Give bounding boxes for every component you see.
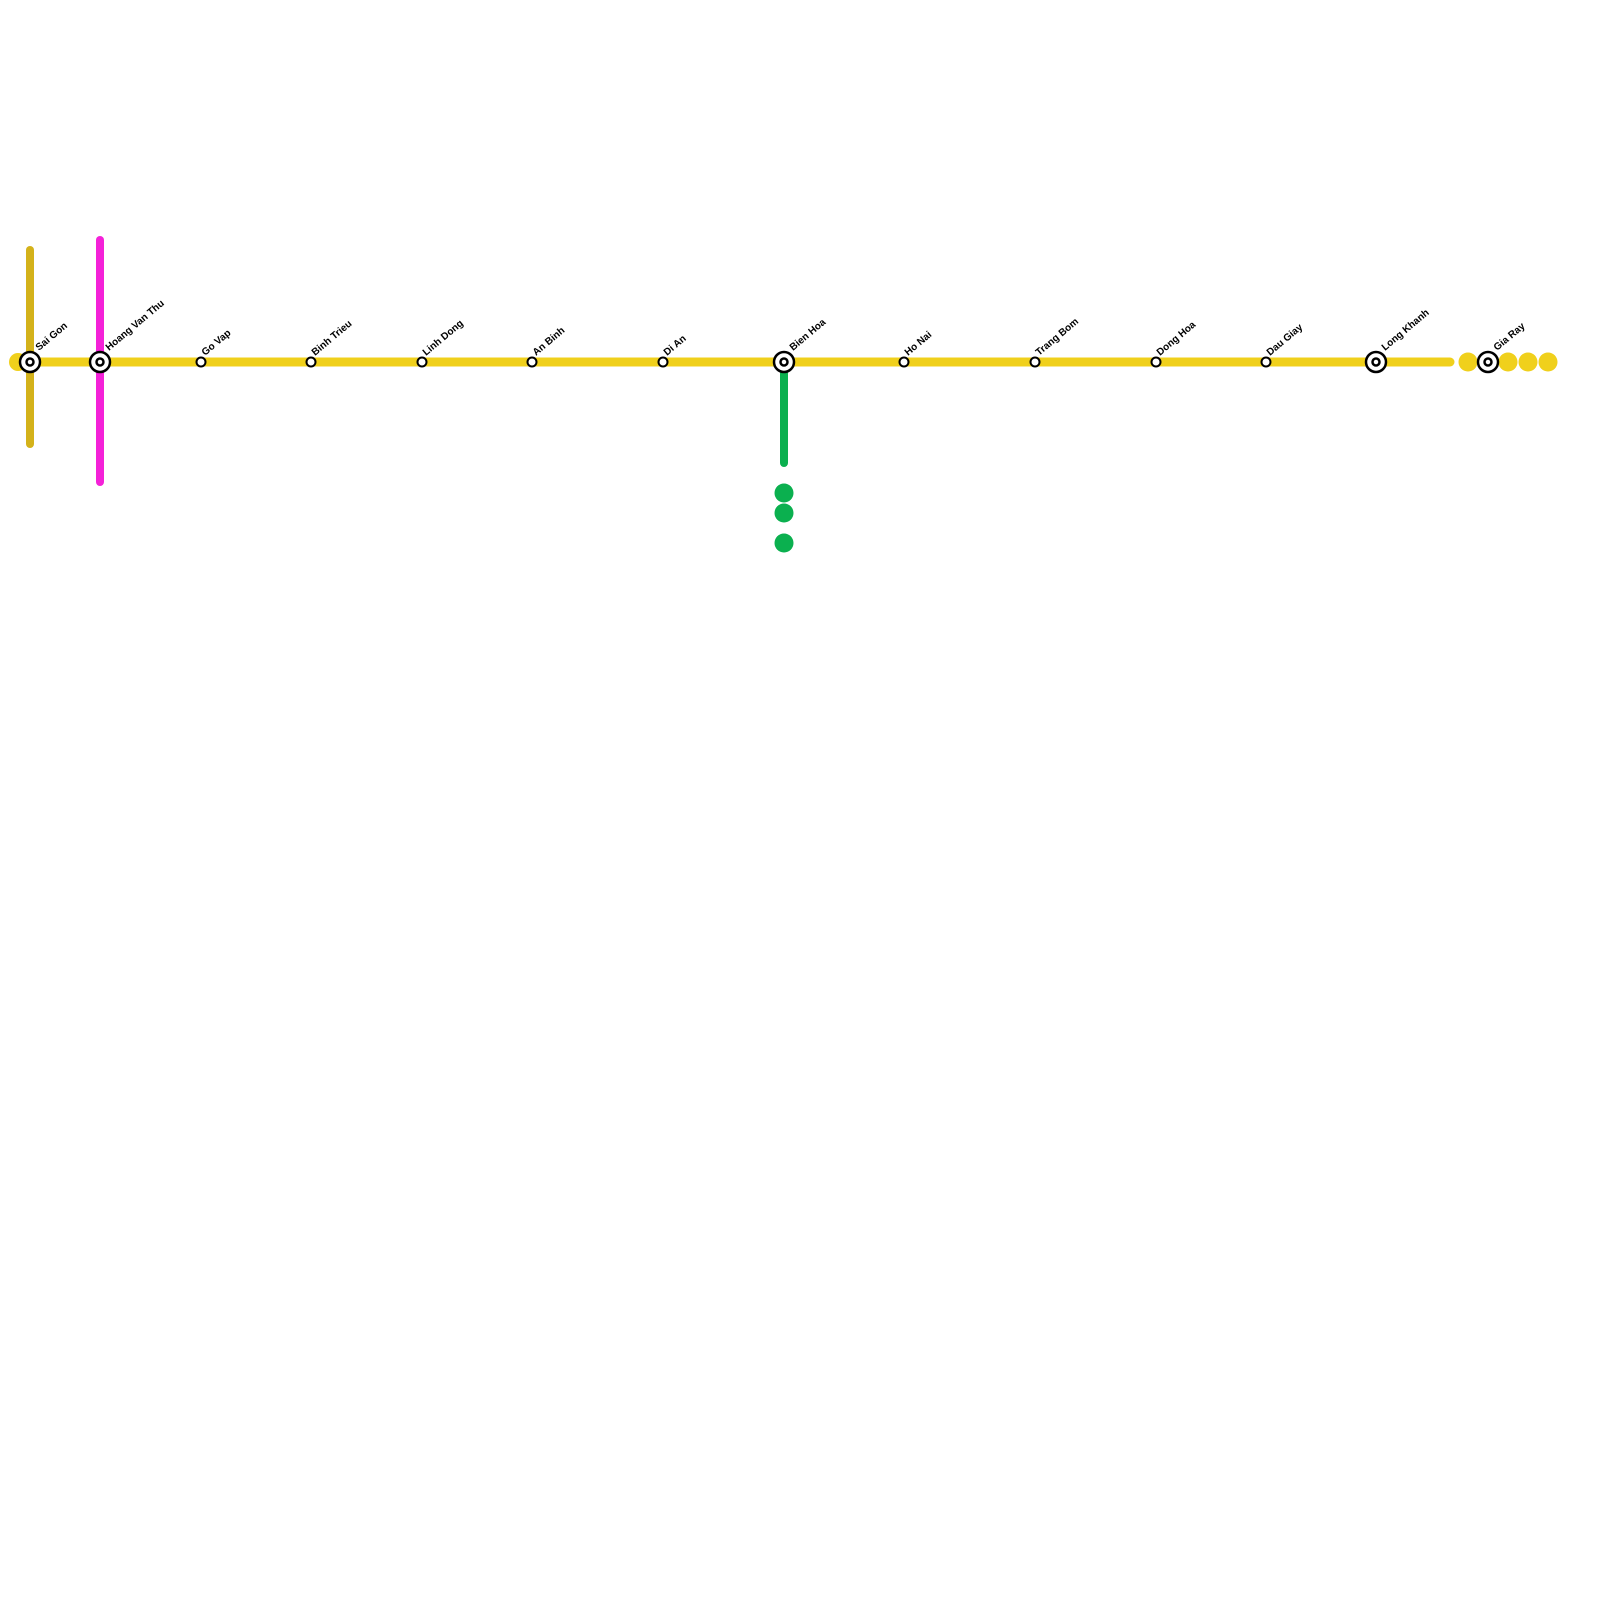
station-marker-icon <box>526 356 538 368</box>
station-label: Bien Hoa <box>788 317 829 354</box>
station-marker-icon <box>898 356 910 368</box>
station-marker-icon <box>195 356 207 368</box>
main-line-continuation-dot <box>1538 352 1558 372</box>
station-label: Binh Trieu <box>310 318 355 358</box>
interchange-marker-core <box>25 357 35 367</box>
station-marker-icon <box>1150 356 1162 368</box>
station-marker-icon <box>657 356 669 368</box>
bien-hoa-branch-continuation-dot <box>774 503 794 523</box>
station-label: Ho Nai <box>903 329 935 358</box>
station-label: Linh Dong <box>421 318 466 358</box>
station-marker-icon <box>416 356 428 368</box>
station-marker-icon <box>1260 356 1272 368</box>
station-label: Di An <box>662 333 689 358</box>
station-label: An Binh <box>531 325 567 358</box>
station-marker-icon <box>305 356 317 368</box>
station-marker-icon <box>1029 356 1041 368</box>
station-label: Dong Hoa <box>1155 319 1199 358</box>
station-label: Hoang Van Thu <box>104 298 167 353</box>
station-label: Trang Bom <box>1034 316 1081 358</box>
station-label: Long Khanh <box>1380 307 1432 353</box>
bien-hoa-branch-continuation-dot <box>774 533 794 553</box>
station-label: Sai Gon <box>34 321 70 354</box>
station-label: Dau Giay <box>1265 322 1306 359</box>
main-line-continuation-dot <box>1518 352 1538 372</box>
main-line-continuation-dot <box>1498 352 1518 372</box>
bien-hoa-branch-continuation-dot <box>774 483 794 503</box>
station-label: Go Vap <box>200 328 233 359</box>
interchange-marker-core <box>95 357 105 367</box>
interchange-marker-core <box>1483 357 1493 367</box>
main-line-continuation-dot <box>1458 352 1478 372</box>
interchange-marker-core <box>779 357 789 367</box>
station-label: Gia Ray <box>1492 321 1528 354</box>
interchange-marker-core <box>1371 357 1381 367</box>
